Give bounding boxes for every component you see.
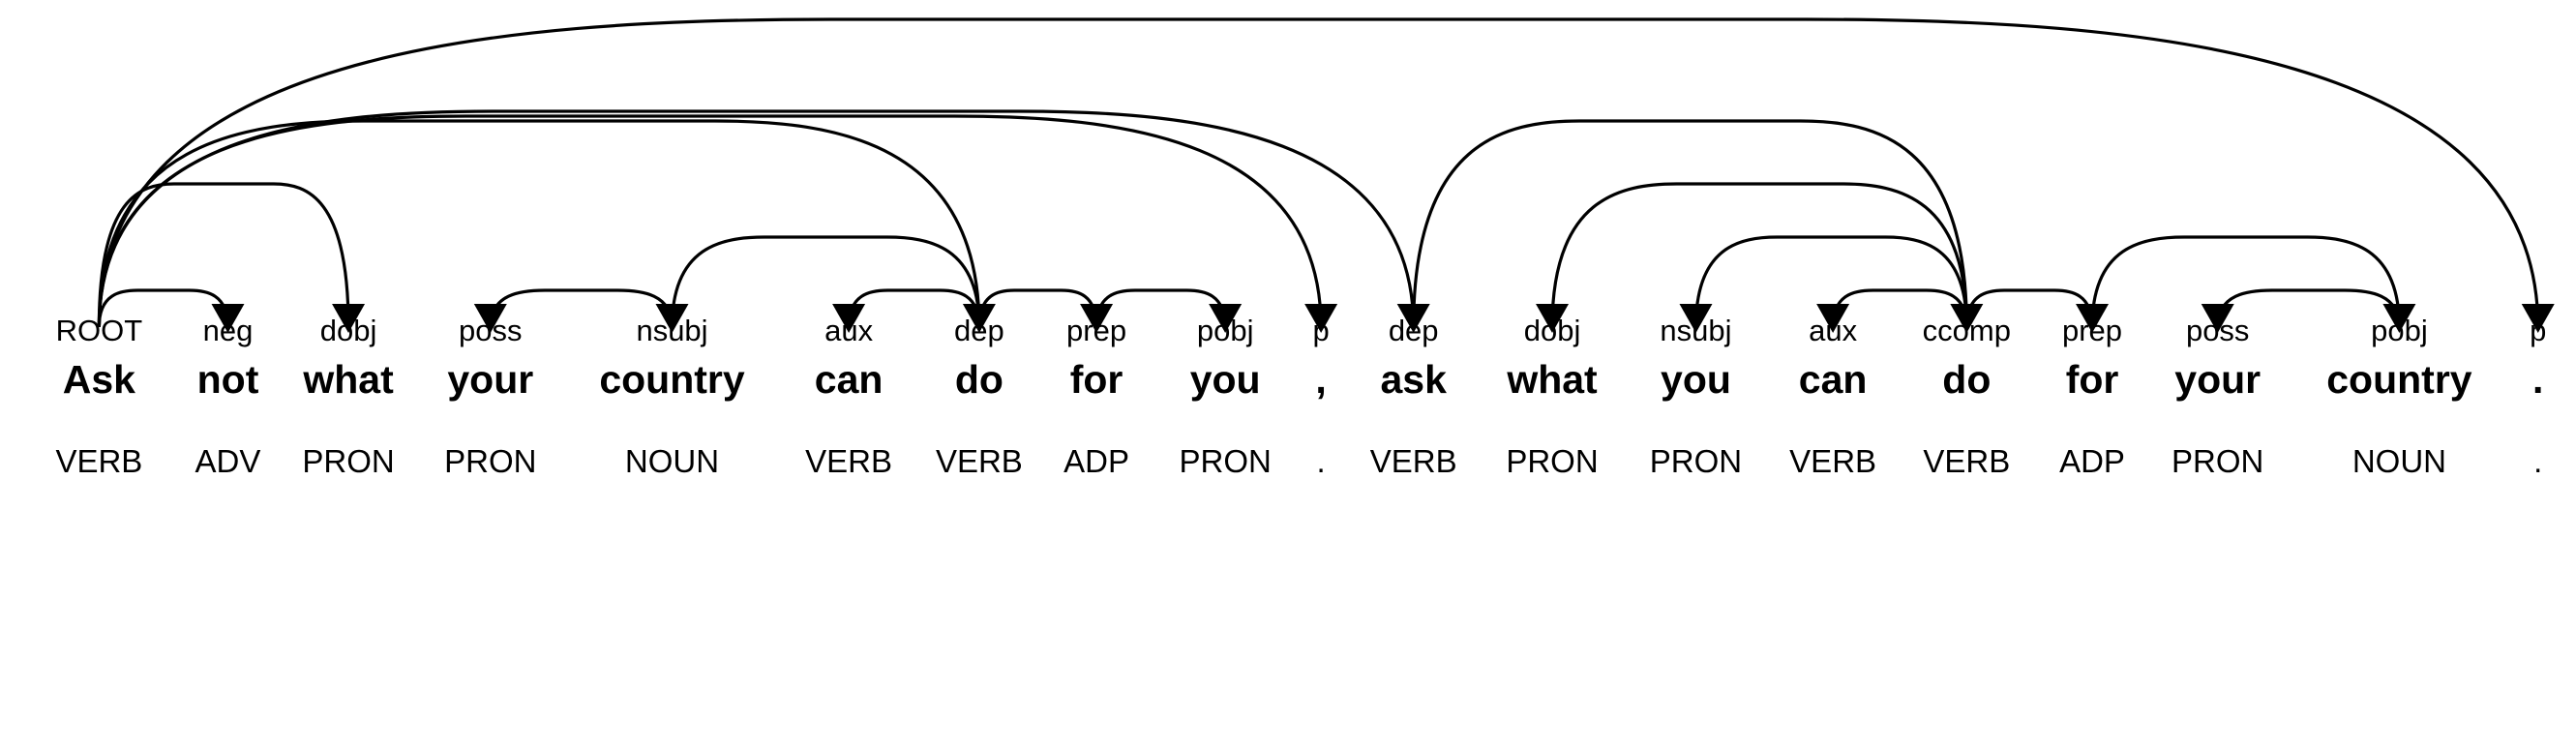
token-pos-tag: . [1317,443,1326,479]
dep-label-neg: neg [203,314,254,347]
dep-label-ccomp: ccomp [1923,314,2011,347]
dep-label-ROOT: ROOT [56,314,143,347]
dependency-arc [97,17,2540,328]
dependency-arc [489,288,674,328]
dep-label-dep: dep [954,314,1004,347]
arrow-head-icon [211,304,245,333]
token-pos-tag: ADP [2059,443,2125,479]
token-pos-tag: PRON [1650,443,1742,479]
dep-label-poss: poss [459,314,522,347]
token-pos-tag: VERB [1789,443,1876,479]
dependency-arc [97,182,350,328]
token-pos-tag: . [2533,443,2542,479]
arrow-head-icon [1209,304,1243,333]
arcs-layer [97,17,2555,333]
token-word[interactable]: ask [1380,357,1447,402]
dep-label-aux: aux [1809,314,1857,347]
dep-label-aux: aux [824,314,873,347]
dep-label-dep: dep [1389,314,1439,347]
dep-label-nsubj: nsubj [636,314,707,347]
token-word[interactable]: your [447,357,533,402]
token-pos-tag: PRON [444,443,536,479]
dep-label-p: p [1313,314,1330,347]
token-word[interactable]: can [1799,357,1868,402]
dep-label-nsubj: nsubj [1660,314,1731,347]
token-word[interactable]: do [1942,357,1991,402]
dep-labels-layer: ROOT neg dobj poss nsubj aux dep prep pobj p dep do… [56,314,2547,347]
arrow-head-icon [832,304,866,333]
arrow-head-icon [332,304,366,333]
dep-label-dobj: dobj [1524,314,1581,347]
token-word[interactable]: do [955,357,1003,402]
token-word[interactable]: for [2066,357,2119,402]
token-word[interactable]: . [2532,357,2543,402]
arrow-head-icon [1816,304,1850,333]
arrow-head-icon [2521,304,2555,333]
dependency-arc [1693,235,1968,328]
token-word[interactable]: , [1315,357,1326,402]
dependency-arc [1550,182,1968,328]
dependency-arc [2090,235,2402,328]
token-word[interactable]: Ask [63,357,135,402]
token-word[interactable]: for [1070,357,1123,402]
token-pos-tag: VERB [1370,443,1457,479]
token-word[interactable]: country [2326,357,2472,402]
dependency-arc [670,235,981,328]
dependency-arc [2216,288,2402,328]
dep-label-poss: poss [2186,314,2249,347]
token-word[interactable]: can [815,357,884,402]
arrow-head-icon [473,304,507,333]
arrow-head-icon [2382,304,2416,333]
token-word[interactable]: what [1506,357,1598,402]
token-pos-tag: VERB [55,443,142,479]
token-pos-tag: ADP [1063,443,1129,479]
token-pos-tag: PRON [2172,443,2263,479]
token-pos-tag: VERB [805,443,892,479]
dependency-arc [97,109,1416,328]
token-word[interactable]: what [302,357,394,402]
token-pos-tag: VERB [936,443,1023,479]
token-word[interactable]: not [197,357,259,402]
token-pos-tag: VERB [1923,443,2010,479]
dep-label-dobj: dobj [320,314,377,347]
dep-label-p: p [2530,314,2546,347]
dep-label-prep: prep [1066,314,1126,347]
token-pos-tag: PRON [1179,443,1271,479]
dependency-arc [97,119,981,328]
token-pos-tag: NOUN [2352,443,2446,479]
arrow-head-icon [655,304,689,333]
token-word[interactable]: country [599,357,745,402]
token-pos-tag: PRON [1506,443,1598,479]
token-pos-tag: NOUN [625,443,719,479]
arrow-head-icon [1679,304,1713,333]
dep-label-pobj: pobj [2371,314,2428,347]
token-word[interactable]: your [2174,357,2261,402]
dep-label-prep: prep [2062,314,2122,347]
token-word[interactable]: you [1661,357,1731,402]
dependency-arc [97,114,1323,328]
arrow-head-icon [1304,304,1338,333]
arrow-head-icon [1536,304,1570,333]
token-word[interactable]: you [1190,357,1261,402]
token-pos-tag: PRON [302,443,394,479]
arrow-head-icon [2201,304,2234,333]
dependency-arc [1412,119,1968,328]
dep-label-pobj: pobj [1197,314,1254,347]
token-pos-tag: ADV [195,443,261,479]
